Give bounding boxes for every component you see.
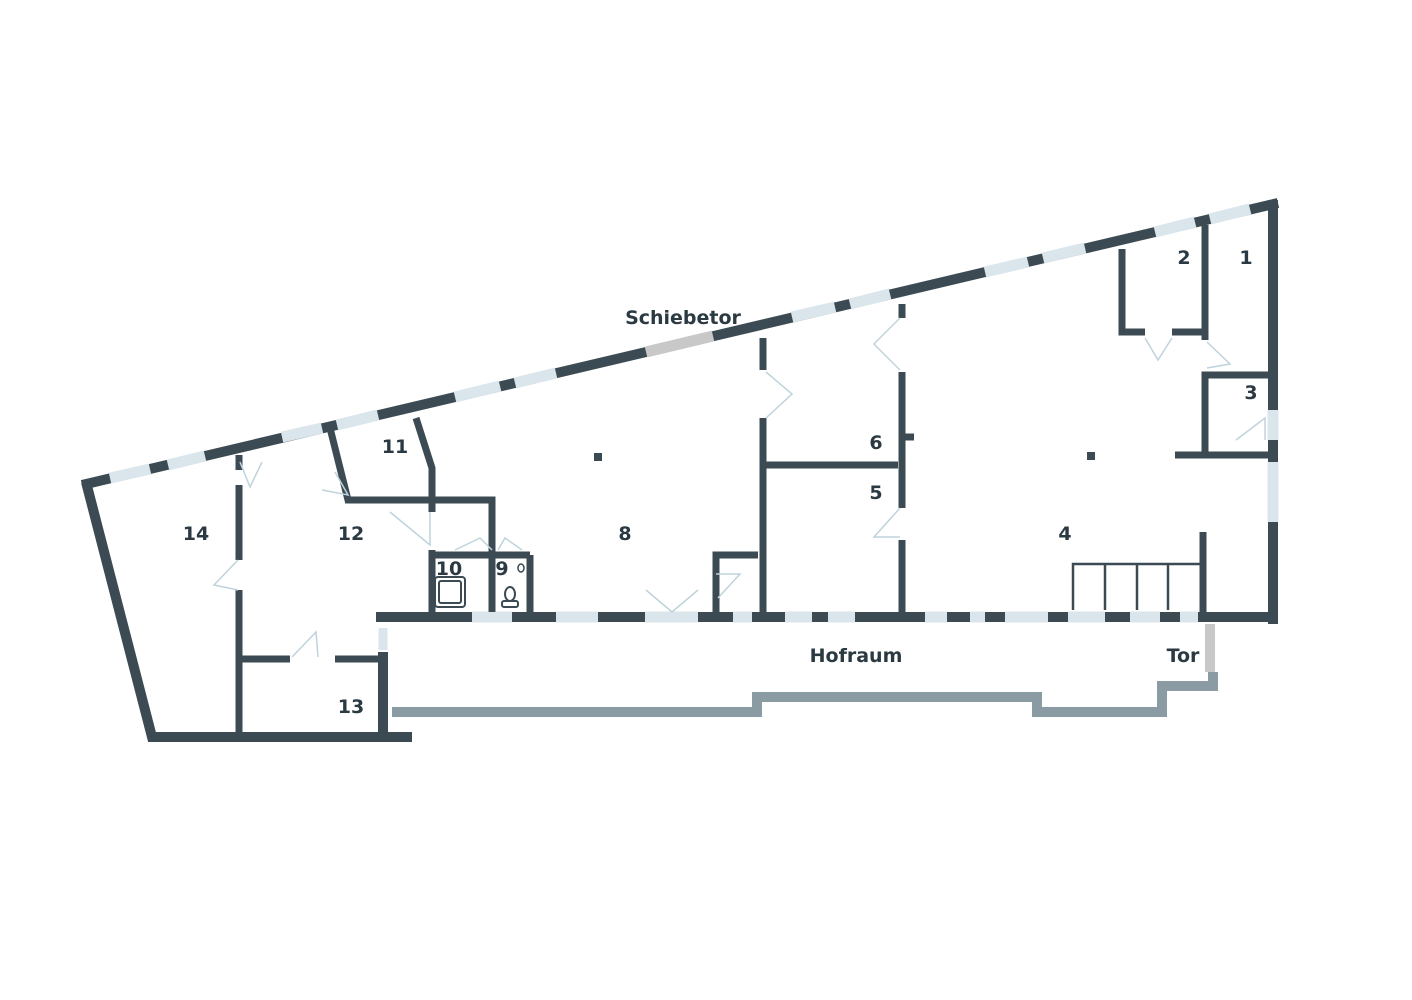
door-swing <box>1206 341 1232 369</box>
door-swing <box>454 537 493 551</box>
room-label-3: 3 <box>1244 382 1257 404</box>
room-label-11: 11 <box>382 436 408 458</box>
room-label-2: 2 <box>1177 247 1190 269</box>
door-swing <box>872 317 901 371</box>
west-wall <box>81 480 412 742</box>
room-label-6: 6 <box>869 432 882 454</box>
door-swing <box>645 589 699 613</box>
room-label-8: 8 <box>618 523 631 545</box>
window <box>166 450 207 471</box>
window <box>335 409 380 431</box>
window <box>1153 216 1197 238</box>
door-swing <box>1144 337 1173 362</box>
door-swing <box>212 559 239 591</box>
door-swing <box>321 471 350 497</box>
shower-icon <box>434 576 466 608</box>
window <box>848 288 892 310</box>
column <box>594 453 602 461</box>
door-swing <box>872 507 901 538</box>
toilet-icon <box>501 586 519 608</box>
window <box>983 256 1030 278</box>
window <box>453 380 502 403</box>
area-labels: Schiebetor Hofraum Tor <box>625 307 1200 667</box>
room-label-10: 10 <box>436 558 462 580</box>
room-label-14: 14 <box>183 523 209 545</box>
wall-room11 <box>326 427 496 612</box>
room-label-5: 5 <box>869 482 882 504</box>
room-label-12: 12 <box>338 523 364 545</box>
window <box>108 463 152 484</box>
north-windows <box>108 203 1252 484</box>
room-label-9: 9 <box>495 558 508 580</box>
wall-room11-east <box>412 416 436 612</box>
sink-icon <box>517 563 525 573</box>
window <box>790 301 837 323</box>
interior-walls <box>235 225 1270 737</box>
stairs-icon <box>1071 562 1200 610</box>
door-swing <box>239 461 263 489</box>
hofraum-label: Hofraum <box>810 645 903 667</box>
wall-room2 <box>1118 249 1205 336</box>
courtyard-edge <box>392 672 1218 717</box>
door-swing <box>497 536 523 551</box>
door-swing <box>716 573 742 599</box>
window <box>1041 242 1087 264</box>
door-swings <box>212 317 1266 658</box>
wall-niche <box>712 551 758 612</box>
sliding-gate <box>644 330 715 358</box>
schiebetor-label: Schiebetor <box>625 307 741 329</box>
door-swing <box>765 371 794 419</box>
room-labels: 1 2 3 4 5 6 8 9 10 11 12 13 14 <box>183 247 1258 718</box>
door-swing <box>389 511 431 547</box>
window <box>280 422 324 443</box>
door-swing <box>291 630 319 658</box>
wall-room3 <box>1175 371 1270 459</box>
window <box>513 367 558 389</box>
tor-label: Tor <box>1167 645 1200 667</box>
window <box>1208 203 1252 225</box>
room-label-4: 4 <box>1058 523 1071 545</box>
door-gaps <box>234 318 1266 664</box>
door-swing <box>1235 416 1266 441</box>
room-label-13: 13 <box>338 696 364 718</box>
room-label-1: 1 <box>1239 247 1252 269</box>
column <box>1087 452 1095 460</box>
